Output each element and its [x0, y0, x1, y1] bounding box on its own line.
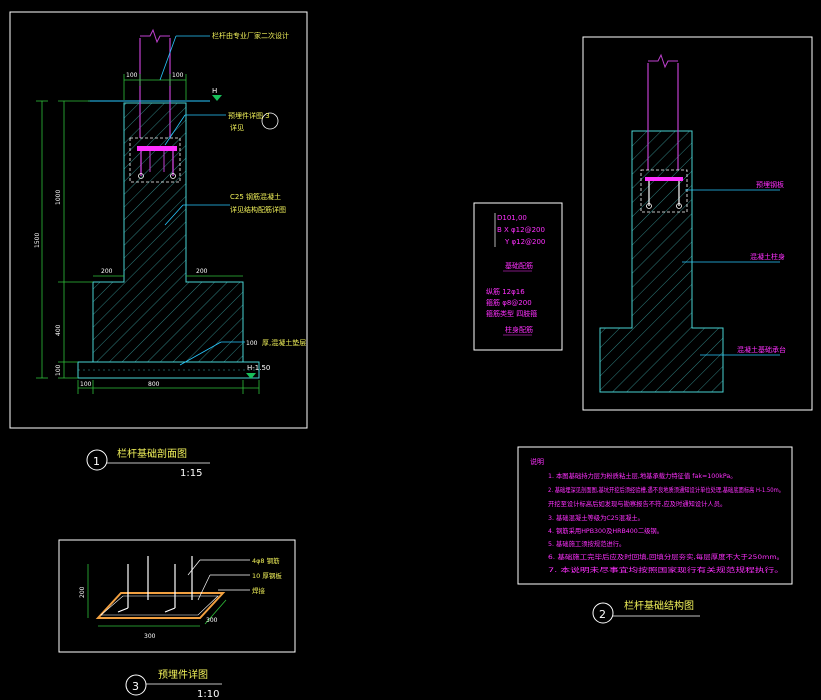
note-item-5: 4. 钢筋采用HPB300及HRB400二级钢。 [548, 526, 663, 535]
note-item-8: 7. 本说明未尽事宜均按照国家现行有关规范规程执行。 [548, 565, 784, 574]
drawing3-dim-width: 300 [144, 633, 156, 640]
rebar-legend-box [473, 202, 563, 351]
dim-top-right: 100 [172, 72, 184, 79]
note-item-4: 3. 基础混凝土等级为C25混凝土。 [548, 513, 644, 522]
rebar-line-2: B X φ12@200 [497, 226, 545, 234]
note-item-3: 开挖至设计标高后如发现与勘察报告不符,应及时通知设计人员。 [548, 499, 726, 508]
drawing2-embed-plate [640, 169, 688, 213]
callout-embed-sub: 详见 [230, 123, 244, 132]
drawing2-foundation [599, 130, 724, 393]
drawing1-railing-post [139, 28, 171, 138]
drawing3-label-weld: 焊接 [252, 586, 266, 595]
drawing3-plate [95, 592, 226, 619]
drawing2-number: 2 [599, 608, 606, 621]
dim-stem-height: 1000 [55, 190, 62, 205]
callout-concrete-sub: 详见结构配筋详图 [230, 205, 286, 214]
drawing3-leaders [187, 559, 250, 601]
drawing1-top-dims [123, 74, 187, 100]
dim-bottom-width: 800 [148, 381, 160, 388]
drawing1-frame [9, 11, 308, 429]
level-top-marker [212, 95, 222, 101]
level-bottom-label: H-1.50 [247, 364, 270, 372]
drawing1-leaders [159, 35, 245, 366]
drawing2-leaders [682, 189, 780, 356]
note-item-6: 5. 基础施工须按规范进行。 [548, 539, 625, 548]
detail-ref-circle [261, 112, 279, 130]
rebar-lower-1: 纵筋 12φ16 [486, 287, 525, 296]
drawing1-embed-plate [129, 137, 181, 183]
drawing3-frame [58, 539, 296, 653]
dim-bottom-offset: 100 [80, 381, 92, 388]
drawing3-number: 3 [132, 680, 139, 693]
drawing1-scale: 1:15 [180, 468, 202, 479]
drawing3-number-circle [125, 674, 147, 696]
drawing1-number: 1 [93, 455, 100, 468]
rebar-caption-top: 基础配筋 [505, 261, 533, 270]
dim-pad-height: 100 [55, 364, 62, 376]
dim-top-left: 100 [126, 72, 138, 79]
drawing2-title: 栏杆基础结构图 [624, 599, 694, 612]
drawing1-title: 栏杆基础剖面图 [117, 447, 187, 460]
drawing1-bottom-dims [77, 380, 260, 394]
level-bottom-marker [246, 373, 256, 379]
rebar-lower-3: 箍筋类型 四肢箍 [486, 309, 537, 318]
drawing2-railing-post [647, 53, 679, 170]
drawing3-dim-height: 200 [79, 586, 86, 598]
dim-base-height: 400 [55, 324, 62, 336]
drawing3-title: 预埋件详图 [158, 668, 208, 681]
drawing1-number-circle [86, 449, 108, 471]
drawing2-label-stem: 混凝土柱身 [750, 252, 785, 261]
drawing3-label-plate: 10 厚钢板 [252, 571, 282, 580]
drawing3-dims [87, 564, 227, 627]
level-top-label: H [212, 87, 217, 95]
dim-step-left: 200 [101, 268, 113, 275]
callout-bedding: 厚,混凝土垫层 [262, 338, 306, 347]
rebar-caption-bottom: 柱身配筋 [505, 325, 533, 334]
drawing2-label-base: 混凝土基础承台 [737, 345, 786, 354]
callout-concrete: C25 钢筋混凝土 [230, 192, 281, 201]
rebar-line-3: Y φ12@200 [504, 238, 545, 246]
dim-step-right: 200 [196, 268, 208, 275]
callout-embed: 预埋件详图 3 [228, 111, 270, 120]
drawing2-number-circle [592, 602, 614, 624]
rebar-lower-2: 箍筋 φ8@200 [486, 298, 532, 307]
dim-overall-height: 1500 [34, 233, 41, 248]
notes-heading: 说明 [530, 457, 544, 466]
drawing2-frame [582, 36, 813, 411]
callout-bedding-thk: 100 [246, 340, 258, 347]
drawing1-left-dims [36, 100, 93, 379]
rebar-line-1: D101,00 [497, 214, 527, 222]
drawing2-label-embed: 预埋钢板 [756, 180, 784, 189]
drawing1-foundation-section [77, 102, 260, 379]
note-item-7: 6. 基础施工完毕后应及时回填,回填分层夯实,每层厚度不大于250mm。 [548, 552, 784, 561]
drawing3-dim-depth: 300 [206, 617, 218, 624]
drawing3-label-bars: 4φ8 钢筋 [252, 556, 280, 565]
notes-list: 1. 本图基础持力层为粉质粘土层,地基承载力特征值 fak=100kPa。 2.… [548, 471, 784, 574]
note-item-1: 1. 本图基础持力层为粉质粘土层,地基承载力特征值 fak=100kPa。 [548, 471, 737, 480]
notes-box [517, 446, 793, 585]
drawing3-scale: 1:10 [197, 689, 219, 700]
note-item-2: 2. 基础埋深见剖面图,基坑开挖后须经验槽,遇不良地质须通知设计单位处理,基础底… [548, 485, 784, 494]
drawing3-anchor-bars [117, 556, 193, 613]
callout-railing: 栏杆由专业厂家二次设计 [212, 31, 289, 40]
